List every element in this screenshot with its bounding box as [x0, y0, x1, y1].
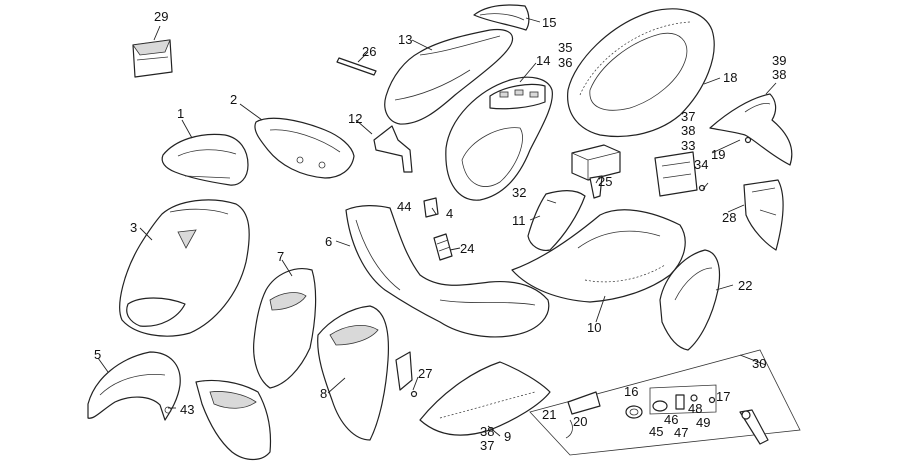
- part-26-rod: [336, 57, 377, 76]
- label-7: 7: [277, 249, 284, 264]
- label-30: 30: [752, 356, 766, 371]
- label-27: 27: [418, 366, 432, 381]
- part-5-front-mudguard: [87, 351, 181, 421]
- label-19: 19: [711, 147, 725, 162]
- label-18: 18: [723, 70, 737, 85]
- label-37-b: 37: [480, 438, 494, 453]
- label-15: 15: [542, 15, 556, 30]
- part-30-lock-kit-box: [529, 349, 801, 456]
- part-14-helmet-bucket: [445, 76, 553, 201]
- label-37-a: 37: [681, 109, 695, 124]
- label-11: 11: [512, 213, 526, 228]
- part-1-side-cover: [161, 133, 249, 186]
- part-3-front-shield: [119, 199, 250, 337]
- part-20-lock: [565, 391, 601, 439]
- label-12: 12: [348, 111, 362, 126]
- label-34: 34: [694, 157, 708, 172]
- part-25-battery-box: [571, 144, 621, 199]
- label-43: 43: [180, 402, 194, 417]
- part-24-grille: [433, 233, 453, 261]
- part-2-inner-panel: [254, 117, 355, 179]
- label-36: 36: [558, 55, 572, 70]
- part-27-strip: [395, 351, 418, 398]
- part-18-rear-body: [567, 8, 715, 138]
- label-38-c: 38: [480, 424, 494, 439]
- part-28-small-cover: [743, 179, 784, 251]
- part-9-under-cover: [419, 361, 551, 436]
- label-21: 21: [542, 407, 556, 422]
- label-17: 17: [716, 389, 730, 404]
- label-45: 45: [649, 424, 663, 439]
- part-47-pin: [675, 394, 685, 410]
- label-2: 2: [230, 92, 237, 107]
- label-9: 9: [504, 429, 511, 444]
- label-24: 24: [460, 241, 474, 256]
- label-4: 4: [446, 206, 453, 221]
- label-33: 33: [681, 138, 695, 153]
- label-5: 5: [94, 347, 101, 362]
- label-13: 13: [398, 32, 412, 47]
- label-16: 16: [624, 384, 638, 399]
- part-labels: 29 15 26 13 35 14 36 18 39 38 1 2 12 37 …: [94, 9, 786, 453]
- part-33-plate: [654, 151, 698, 197]
- part-19-tail-bracket: [709, 93, 793, 166]
- part-16-cylinder: [625, 405, 643, 419]
- part-key-latch: [739, 409, 769, 445]
- leader-lines: [97, 17, 777, 437]
- part-15-seat-cover: [473, 4, 530, 31]
- part-4-clip: [423, 197, 439, 218]
- label-32: 32: [512, 185, 526, 200]
- label-38-b: 38: [681, 123, 695, 138]
- part-13-seat: [384, 28, 514, 125]
- label-35: 35: [558, 40, 572, 55]
- part-48-clip: [690, 394, 698, 402]
- label-22: 22: [738, 278, 752, 293]
- label-3: 3: [130, 220, 137, 235]
- part-8-lower-panel: [317, 305, 390, 441]
- part-10-footrest: [511, 209, 686, 303]
- part-11-panel: [527, 189, 586, 251]
- part-29-bag: [132, 39, 173, 78]
- label-39: 39: [772, 53, 786, 68]
- label-29: 29: [154, 9, 168, 24]
- part-49-screw: [708, 396, 716, 404]
- label-47: 47: [674, 425, 688, 440]
- label-38-a: 38: [772, 67, 786, 82]
- part-22-rear-mudguard: [659, 249, 721, 351]
- label-48: 48: [688, 401, 702, 416]
- label-44: 44: [397, 199, 411, 214]
- part-12-bracket: [373, 125, 413, 173]
- label-20: 20: [573, 414, 587, 429]
- part-front-inner-cover: [195, 379, 272, 461]
- label-26: 26: [362, 44, 376, 59]
- part-34-screw: [698, 184, 706, 192]
- label-1: 1: [177, 106, 184, 121]
- part-7-side-panel: [253, 268, 317, 389]
- part-46-washer: [652, 400, 668, 412]
- part-6-leg-shield: [345, 205, 550, 338]
- label-46: 46: [664, 412, 678, 427]
- label-49: 49: [696, 415, 710, 430]
- label-14: 14: [536, 53, 550, 68]
- label-25: 25: [598, 174, 612, 189]
- label-28: 28: [722, 210, 736, 225]
- label-6: 6: [325, 234, 332, 249]
- label-8: 8: [320, 386, 327, 401]
- label-10: 10: [587, 320, 601, 335]
